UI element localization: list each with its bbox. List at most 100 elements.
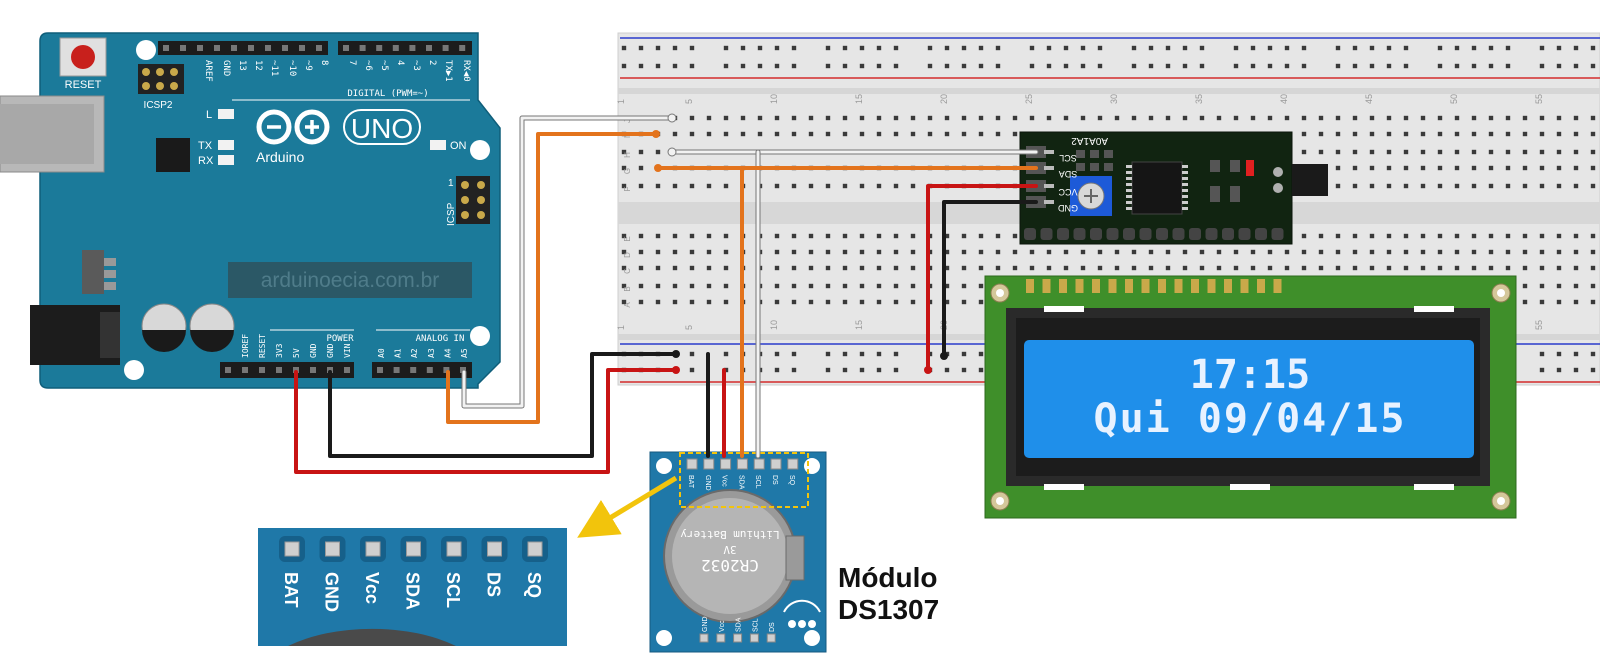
icsp-pin bbox=[477, 181, 485, 189]
breadboard-hole bbox=[1114, 249, 1120, 255]
breadboard-hole bbox=[621, 299, 627, 305]
breadboard-hole bbox=[1386, 165, 1392, 171]
breadboard-hole bbox=[1420, 265, 1426, 271]
breadboard-hole bbox=[706, 249, 712, 255]
breadboard-hole bbox=[1301, 249, 1307, 255]
brand-label: Arduino bbox=[256, 149, 304, 165]
breadboard-hole bbox=[689, 367, 695, 373]
breadboard-hole bbox=[1097, 249, 1103, 255]
breadboard-hole bbox=[944, 299, 950, 305]
breadboard-hole bbox=[1012, 265, 1018, 271]
battery-label-3: CR2032 bbox=[701, 556, 759, 575]
breadboard-hole bbox=[1437, 149, 1443, 155]
breadboard-hole bbox=[859, 115, 865, 121]
breadboard-hole bbox=[876, 131, 882, 137]
breadboard-hole bbox=[859, 351, 865, 357]
breadboard-hole bbox=[1097, 265, 1103, 271]
analog-pin-label: A0 bbox=[377, 348, 386, 358]
breadboard-hole bbox=[1539, 233, 1545, 239]
digital-pin-label: 2 bbox=[427, 60, 437, 65]
zoom-pin-label: DS bbox=[484, 572, 504, 597]
breadboard-hole bbox=[859, 63, 865, 69]
breadboard-hole bbox=[808, 131, 814, 137]
rtc-bottom-pin-label: SDA bbox=[736, 617, 743, 632]
breadboard-hole bbox=[910, 233, 916, 239]
rtc-pin-label: SDA bbox=[737, 475, 744, 490]
breadboard-hole bbox=[995, 131, 1001, 137]
breadboard-hole bbox=[655, 45, 661, 51]
chip-leg bbox=[1182, 177, 1188, 180]
breadboard-hole bbox=[672, 265, 678, 271]
column-number: 10 bbox=[769, 320, 779, 330]
breadboard-hole bbox=[655, 233, 661, 239]
breadboard-hole bbox=[1335, 131, 1341, 137]
breadboard-hole bbox=[893, 367, 899, 373]
lcd-pin bbox=[1207, 279, 1216, 293]
breadboard-hole bbox=[1216, 265, 1222, 271]
breadboard-hole bbox=[1590, 283, 1596, 289]
breadboard-hole bbox=[1437, 115, 1443, 121]
breadboard-hole bbox=[1386, 131, 1392, 137]
breadboard-hole bbox=[825, 299, 831, 305]
breadboard-hole bbox=[1284, 249, 1290, 255]
breadboard-hole bbox=[859, 249, 865, 255]
icsp-pin1-label: 1 bbox=[448, 178, 454, 189]
breadboard-hole bbox=[672, 233, 678, 239]
breadboard-hole bbox=[1284, 45, 1290, 51]
breadboard-hole bbox=[1097, 115, 1103, 121]
header-pin bbox=[180, 45, 186, 51]
digital-pin-label: GND bbox=[221, 60, 231, 76]
breadboard-hole bbox=[927, 63, 933, 69]
i2c-lcd-pin bbox=[1255, 228, 1267, 240]
breadboard-hole bbox=[740, 115, 746, 121]
breadboard-hole bbox=[978, 299, 984, 305]
breadboard-hole bbox=[706, 265, 712, 271]
breadboard-hole bbox=[1165, 63, 1171, 69]
breadboard-hole bbox=[1352, 233, 1358, 239]
breadboard-hole bbox=[876, 183, 882, 189]
breadboard-hole bbox=[825, 45, 831, 51]
breadboard-hole bbox=[842, 283, 848, 289]
breadboard-hole bbox=[1301, 115, 1307, 121]
breadboard-hole bbox=[893, 183, 899, 189]
header-pin bbox=[376, 45, 383, 51]
wires bbox=[294, 113, 1039, 474]
breadboard-hole bbox=[1233, 45, 1239, 51]
breadboard-hole bbox=[1437, 183, 1443, 189]
chip-leg bbox=[1182, 195, 1188, 198]
breadboard-hole bbox=[842, 131, 848, 137]
breadboard-hole bbox=[1352, 165, 1358, 171]
breadboard-hole bbox=[1284, 265, 1290, 271]
breadboard-hole bbox=[978, 283, 984, 289]
breadboard-hole bbox=[1284, 63, 1290, 69]
breadboard-hole bbox=[1590, 115, 1596, 121]
breadboard-hole bbox=[1539, 45, 1545, 51]
column-number: 5 bbox=[684, 99, 694, 104]
header-pin bbox=[225, 367, 231, 373]
icsp2-pin bbox=[156, 82, 164, 90]
breadboard-hole bbox=[961, 283, 967, 289]
breadboard-hole bbox=[1131, 249, 1137, 255]
breadboard-hole bbox=[1403, 149, 1409, 155]
breadboard-hole bbox=[1505, 131, 1511, 137]
breadboard-hole bbox=[1539, 265, 1545, 271]
breadboard-hole bbox=[1539, 183, 1545, 189]
breadboard-hole bbox=[723, 63, 729, 69]
breadboard-hole bbox=[1233, 115, 1239, 121]
led-on-label: ON bbox=[450, 140, 467, 152]
breadboard-hole bbox=[655, 283, 661, 289]
breadboard-hole bbox=[995, 63, 1001, 69]
breadboard-hole bbox=[723, 299, 729, 305]
header-pin bbox=[426, 367, 433, 373]
breadboard-hole bbox=[859, 283, 865, 289]
icsp-pin bbox=[461, 211, 469, 219]
breadboard-hole bbox=[1420, 149, 1426, 155]
breadboard-hole bbox=[1437, 63, 1443, 69]
breadboard-hole bbox=[1590, 63, 1596, 69]
breadboard-hole bbox=[1131, 63, 1137, 69]
breadboard-hole bbox=[1199, 63, 1205, 69]
breadboard-hole bbox=[655, 265, 661, 271]
breadboard-hole bbox=[1131, 265, 1137, 271]
breadboard-hole bbox=[1505, 265, 1511, 271]
breadboard-hole bbox=[1437, 233, 1443, 239]
